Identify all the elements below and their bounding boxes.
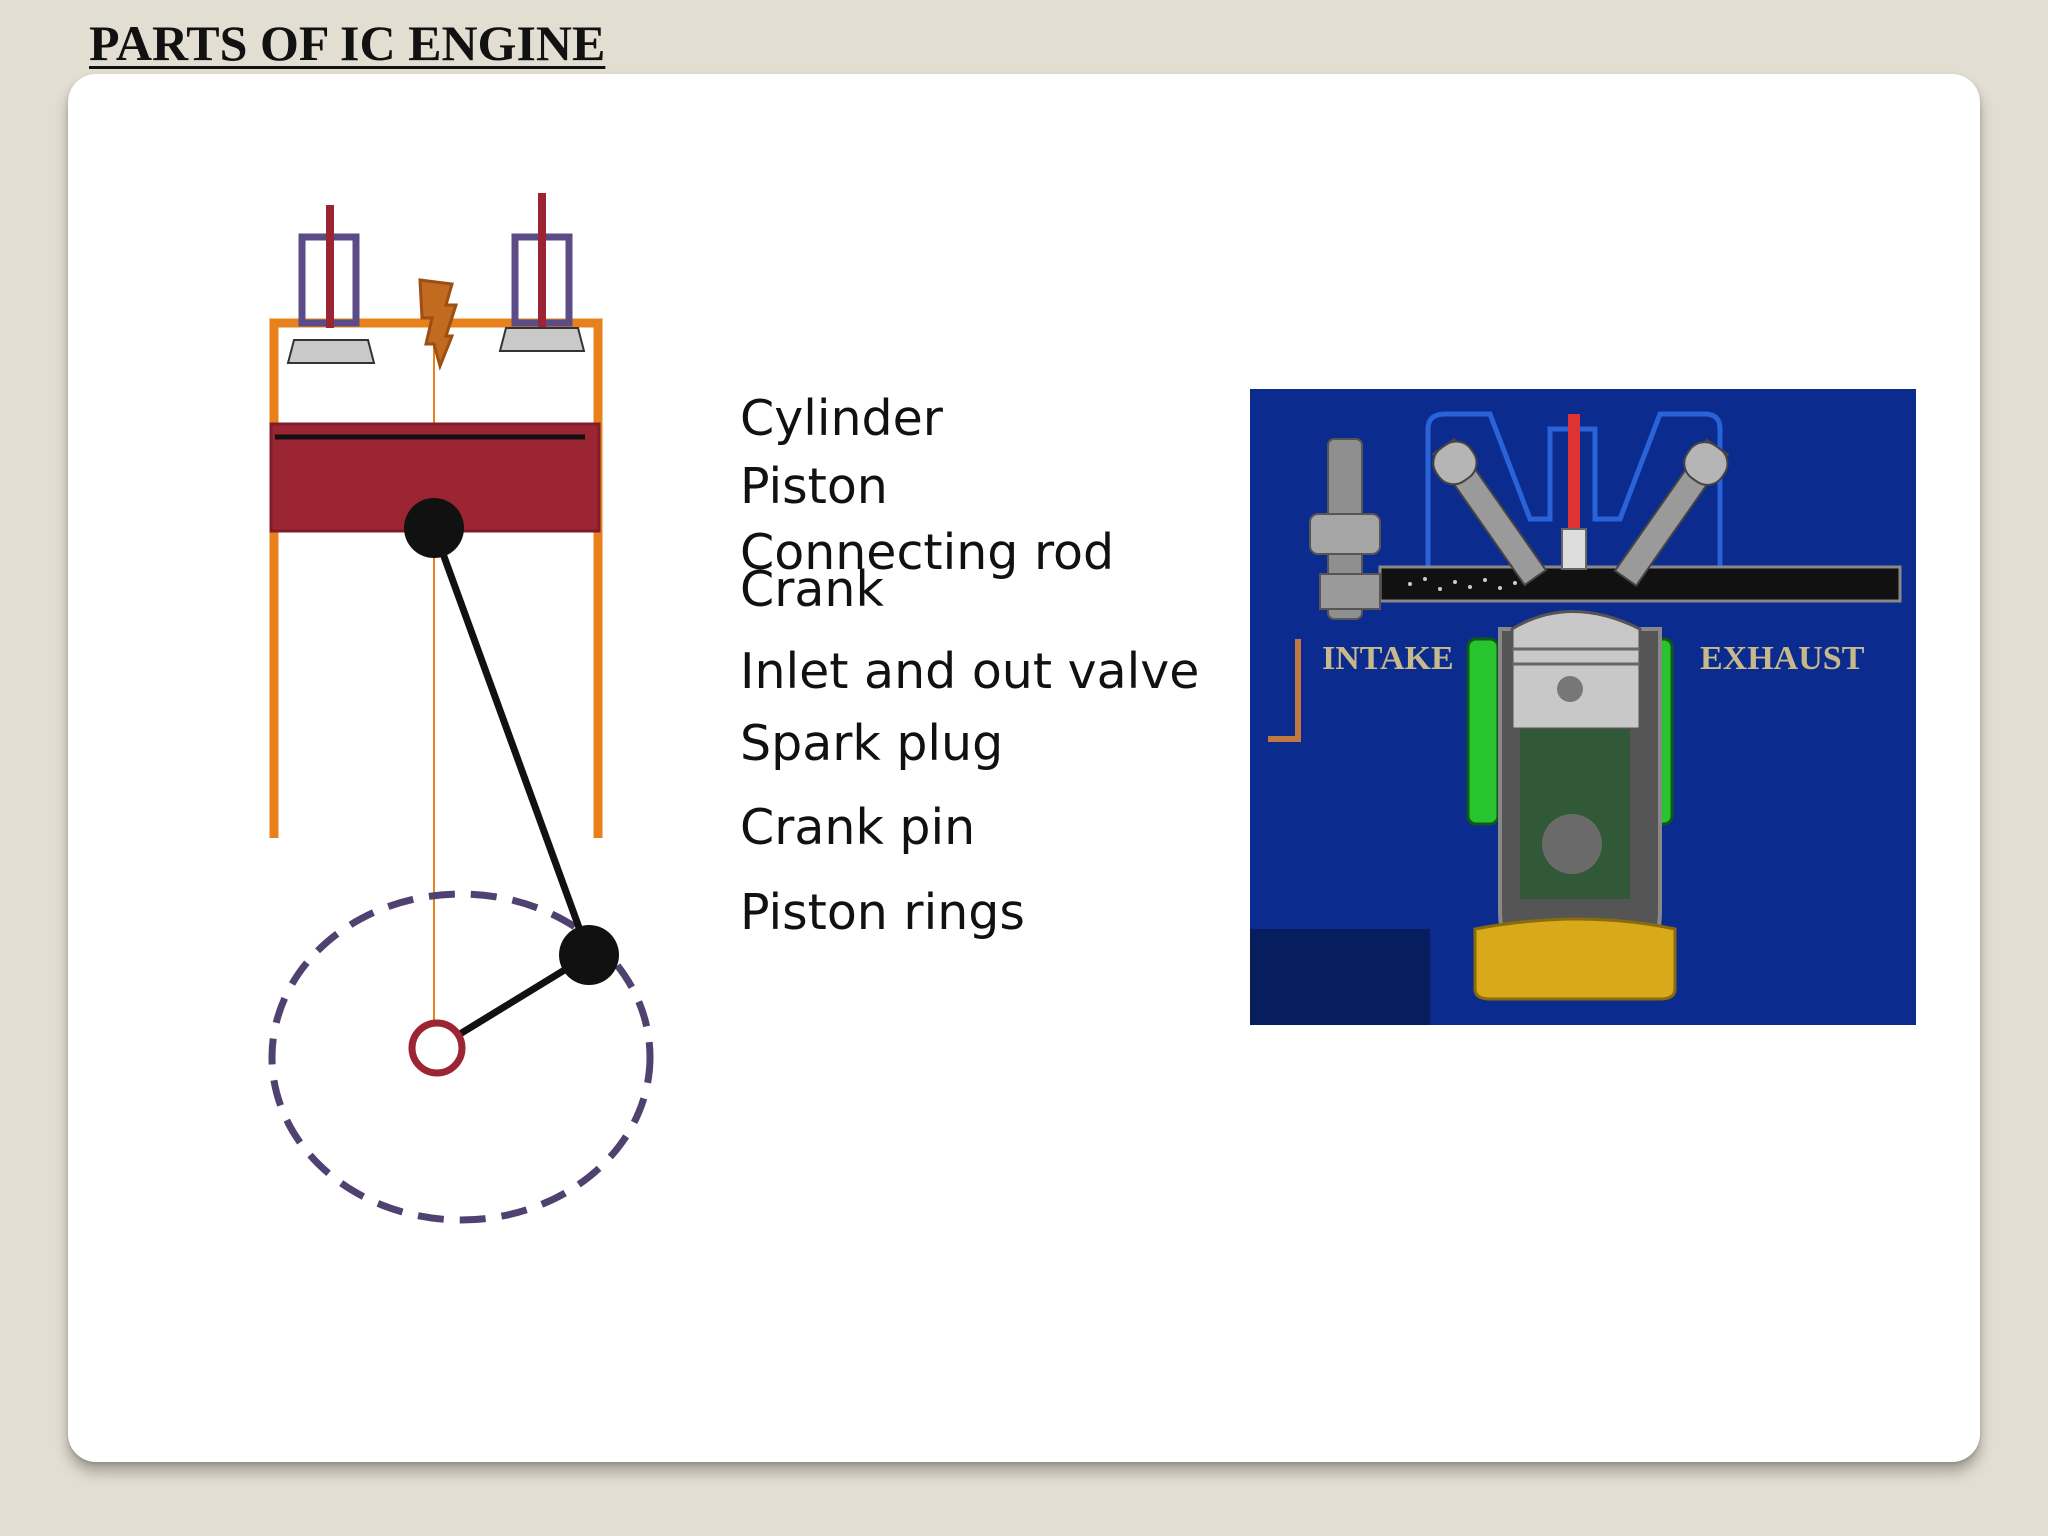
exhaust-valve-head: [498, 327, 586, 352]
slide-title: PARTS OF IC ENGINE: [89, 15, 606, 71]
crank-center: [408, 1019, 466, 1077]
engine-illustration: INTAKE EXHAUST: [1250, 389, 1916, 1025]
intake-label: INTAKE: [1322, 640, 1454, 677]
spark-plug-bolt: [418, 278, 459, 371]
cylinder-wall: [269, 318, 603, 838]
crank-pin: [559, 925, 619, 985]
exhaust-label: EXHAUST: [1700, 640, 1865, 677]
crank-path-circle: [268, 890, 654, 1224]
inlet-valve-head: [286, 339, 376, 364]
gudgeon-pin: [404, 498, 464, 558]
connecting-rod: [430, 527, 593, 957]
